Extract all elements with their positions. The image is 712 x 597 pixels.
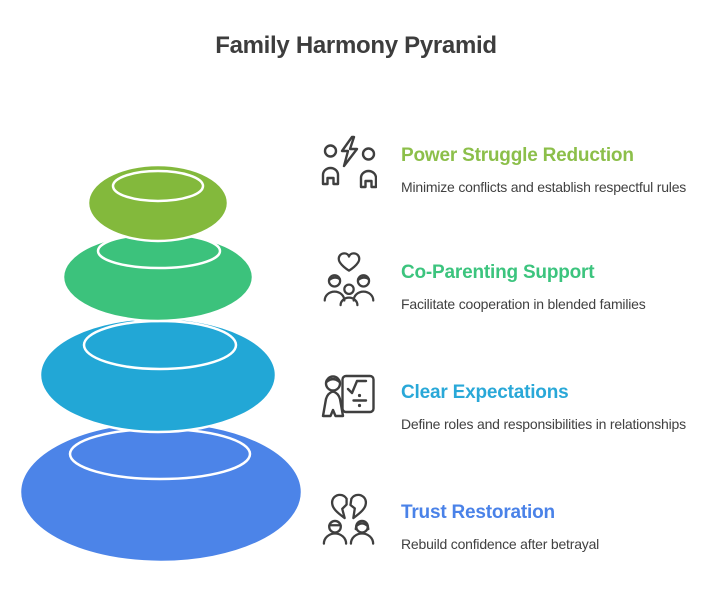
page-title: Family Harmony Pyramid <box>215 32 497 59</box>
family-heart-icon <box>320 251 378 309</box>
item-title: Clear Expectations <box>401 382 569 403</box>
people-lightning-icon <box>320 134 378 192</box>
pyramid-stone-third <box>38 316 278 434</box>
pyramid-stone-second <box>61 231 255 323</box>
item-description: Facilitate cooperation in blended famili… <box>401 296 646 312</box>
list-item-clear-expectations: Clear Expectations Define roles and resp… <box>320 371 700 434</box>
list-item-trust-restoration: Trust Restoration Rebuild confidence aft… <box>320 491 700 554</box>
list-item-co-parenting: Co-Parenting Support Facilitate cooperat… <box>320 251 700 314</box>
item-description: Rebuild confidence after betrayal <box>401 536 600 552</box>
broken-heart-people-icon <box>320 491 378 549</box>
pyramid-stone-top <box>86 163 230 243</box>
item-title: Power Struggle Reduction <box>401 145 634 166</box>
item-description: Minimize conflicts and establish respect… <box>401 179 687 195</box>
person-checklist-icon <box>320 371 378 429</box>
pyramid-stone-bottom <box>18 420 304 564</box>
item-description: Define roles and responsibilities in rel… <box>401 416 686 432</box>
list-item-power-struggle: Power Struggle Reduction Minimize confli… <box>320 134 700 197</box>
item-title: Co-Parenting Support <box>401 262 595 283</box>
item-title: Trust Restoration <box>401 502 555 523</box>
stone-highlight-ring-top <box>111 169 205 203</box>
stone-pyramid-graphic <box>18 163 304 564</box>
